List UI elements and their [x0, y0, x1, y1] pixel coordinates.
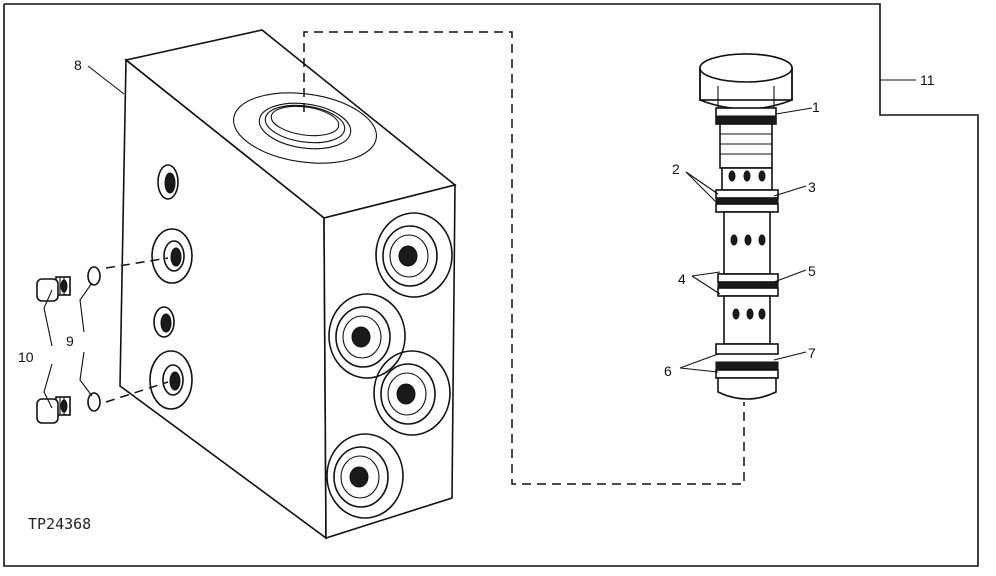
top-port	[232, 92, 378, 164]
plug-upper	[36, 276, 71, 302]
callout-5: 5	[808, 263, 816, 279]
plug-upper-dashed-line	[105, 257, 169, 269]
o-ring-lower	[87, 392, 101, 412]
assembly-boundary-line	[3, 3, 979, 567]
figure-id-label: TP24368	[28, 515, 91, 533]
left-face-port-c	[153, 306, 175, 338]
callout-3: 3	[808, 179, 816, 195]
callout-7: 7	[808, 345, 816, 361]
right-face-port-a	[375, 212, 453, 298]
right-face-port-c	[373, 350, 451, 436]
cartridge-valve	[699, 53, 793, 400]
left-face-port-d	[149, 350, 193, 410]
callout-8: 8	[74, 57, 82, 73]
callout-2: 2	[672, 161, 680, 177]
valve-body	[119, 29, 457, 540]
callout-11: 11	[920, 72, 935, 88]
left-face-port-a	[157, 164, 179, 200]
leader-lines	[43, 65, 916, 409]
plug-lower-dashed-line	[105, 381, 169, 403]
right-face-port-b	[328, 293, 406, 379]
left-face-port-b	[151, 228, 193, 284]
callout-4: 4	[678, 271, 686, 287]
plug-lower	[36, 396, 71, 424]
right-face-port-d	[326, 433, 404, 519]
callout-10: 10	[18, 349, 34, 365]
callout-9: 9	[66, 333, 74, 349]
assembly-path-dashed-line	[303, 31, 745, 485]
o-ring-upper	[87, 266, 101, 286]
callout-6: 6	[664, 363, 672, 379]
callout-1: 1	[812, 99, 820, 115]
